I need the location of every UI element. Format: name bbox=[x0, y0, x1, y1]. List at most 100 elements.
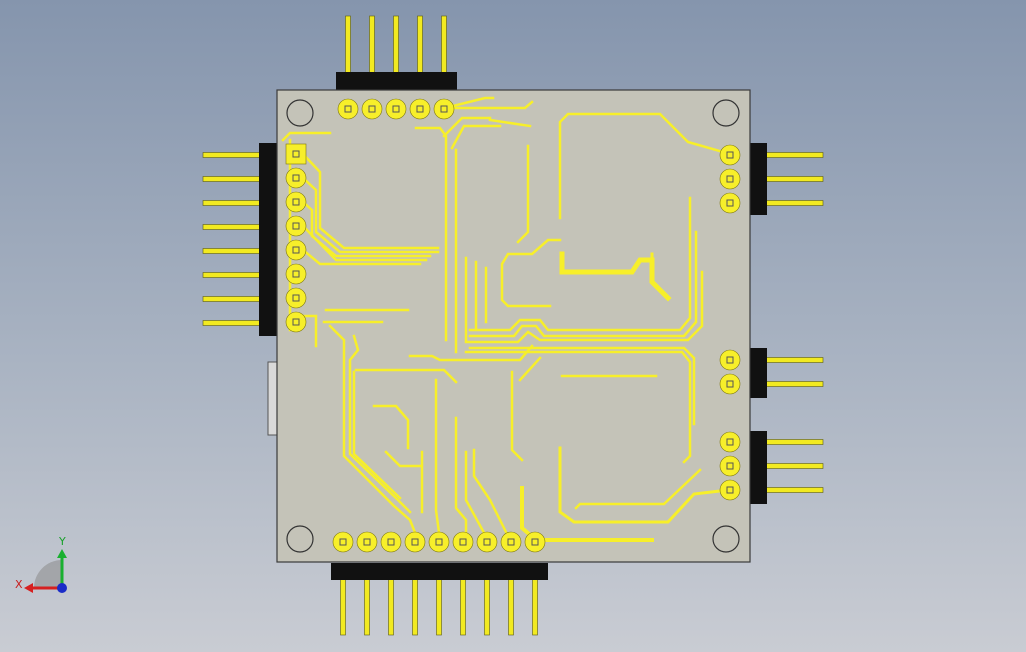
mounting-hole bbox=[712, 99, 740, 127]
header-pin bbox=[764, 381, 824, 387]
solder-pad bbox=[285, 287, 307, 309]
header-pin bbox=[412, 577, 418, 636]
header-pin bbox=[202, 224, 262, 230]
trace bbox=[301, 224, 428, 262]
trace bbox=[301, 176, 440, 254]
pad-drill bbox=[531, 538, 539, 546]
solder-pad bbox=[719, 373, 741, 395]
trace bbox=[354, 368, 458, 384]
solder-pad bbox=[285, 263, 307, 285]
trace bbox=[442, 116, 492, 138]
solder-pad bbox=[361, 98, 383, 120]
solder-pads bbox=[285, 98, 741, 553]
pad-drill bbox=[292, 174, 300, 182]
solder-pad bbox=[337, 98, 359, 120]
pad-drill bbox=[459, 538, 467, 546]
right-header-body-top bbox=[749, 143, 767, 215]
solder-pad bbox=[285, 239, 307, 261]
header-pin bbox=[202, 248, 262, 254]
mounting-hole bbox=[286, 99, 314, 127]
pad-drill bbox=[292, 318, 300, 326]
header-pin bbox=[441, 15, 447, 75]
solder-pad bbox=[404, 531, 426, 553]
trace bbox=[574, 468, 702, 510]
pad-drill bbox=[726, 175, 734, 183]
solder-pad bbox=[719, 349, 741, 371]
header-pin bbox=[508, 577, 514, 636]
solder-pad bbox=[356, 531, 378, 553]
mounting-holes bbox=[286, 99, 740, 553]
mounting-hole bbox=[712, 525, 740, 553]
trace bbox=[516, 144, 530, 244]
solder-pad bbox=[285, 143, 307, 165]
trace bbox=[464, 450, 490, 542]
solder-pad bbox=[332, 531, 354, 553]
solder-pad bbox=[285, 311, 307, 333]
trace bbox=[384, 450, 422, 468]
trace bbox=[443, 100, 534, 110]
header-pin bbox=[393, 15, 399, 75]
header-pin bbox=[764, 357, 824, 363]
pad-drill bbox=[726, 356, 734, 364]
header-pin bbox=[764, 463, 824, 469]
header-pin bbox=[764, 487, 824, 493]
header-pin bbox=[369, 15, 375, 75]
bottom-header-pins bbox=[340, 577, 538, 636]
trace bbox=[348, 334, 412, 514]
x-axis-arrowhead bbox=[24, 583, 33, 593]
trace bbox=[352, 370, 402, 500]
trace bbox=[518, 356, 542, 382]
pad-drill bbox=[416, 105, 424, 113]
pad-drill bbox=[292, 294, 300, 302]
trace bbox=[328, 324, 420, 542]
trace bbox=[414, 126, 448, 342]
header-pin bbox=[436, 577, 442, 636]
trace bbox=[464, 270, 704, 344]
solder-pad bbox=[285, 191, 307, 213]
header-pin bbox=[202, 200, 262, 206]
coordinate-triad[interactable]: X Y bbox=[15, 535, 67, 593]
pad-drill bbox=[292, 270, 300, 278]
trace bbox=[443, 96, 495, 110]
trace bbox=[510, 370, 524, 462]
pad-drill bbox=[292, 150, 300, 158]
trace bbox=[558, 446, 730, 524]
header-pin bbox=[484, 577, 490, 636]
pad-drill bbox=[344, 105, 352, 113]
solder-pad bbox=[719, 455, 741, 477]
x-axis-label: X bbox=[15, 578, 23, 591]
trace bbox=[301, 248, 422, 266]
header-pin bbox=[202, 272, 262, 278]
solder-pad bbox=[380, 531, 402, 553]
trace bbox=[450, 124, 502, 150]
pad-drill bbox=[292, 246, 300, 254]
header-pin bbox=[364, 577, 370, 636]
trace bbox=[281, 131, 332, 142]
header-pin bbox=[202, 176, 262, 182]
pad-drill bbox=[726, 438, 734, 446]
pad-drill bbox=[440, 105, 448, 113]
y-axis-label: Y bbox=[58, 535, 66, 548]
trace bbox=[488, 118, 532, 128]
trace bbox=[558, 112, 732, 220]
trace bbox=[468, 196, 692, 332]
trace bbox=[454, 416, 468, 542]
solder-pad bbox=[719, 431, 741, 453]
trace bbox=[472, 448, 512, 542]
solder-pad bbox=[433, 98, 455, 120]
solder-pad bbox=[719, 479, 741, 501]
pad-drill bbox=[726, 486, 734, 494]
solder-pad bbox=[500, 531, 522, 553]
pad-drill bbox=[292, 222, 300, 230]
header-pin bbox=[417, 15, 423, 75]
header-pin bbox=[764, 176, 824, 182]
pad-drill bbox=[411, 538, 419, 546]
right-header-pins bbox=[764, 152, 824, 493]
solder-pad bbox=[409, 98, 431, 120]
header-pin bbox=[764, 152, 824, 158]
trace bbox=[464, 350, 692, 464]
z-axis-origin bbox=[57, 583, 67, 593]
solder-pad bbox=[719, 192, 741, 214]
